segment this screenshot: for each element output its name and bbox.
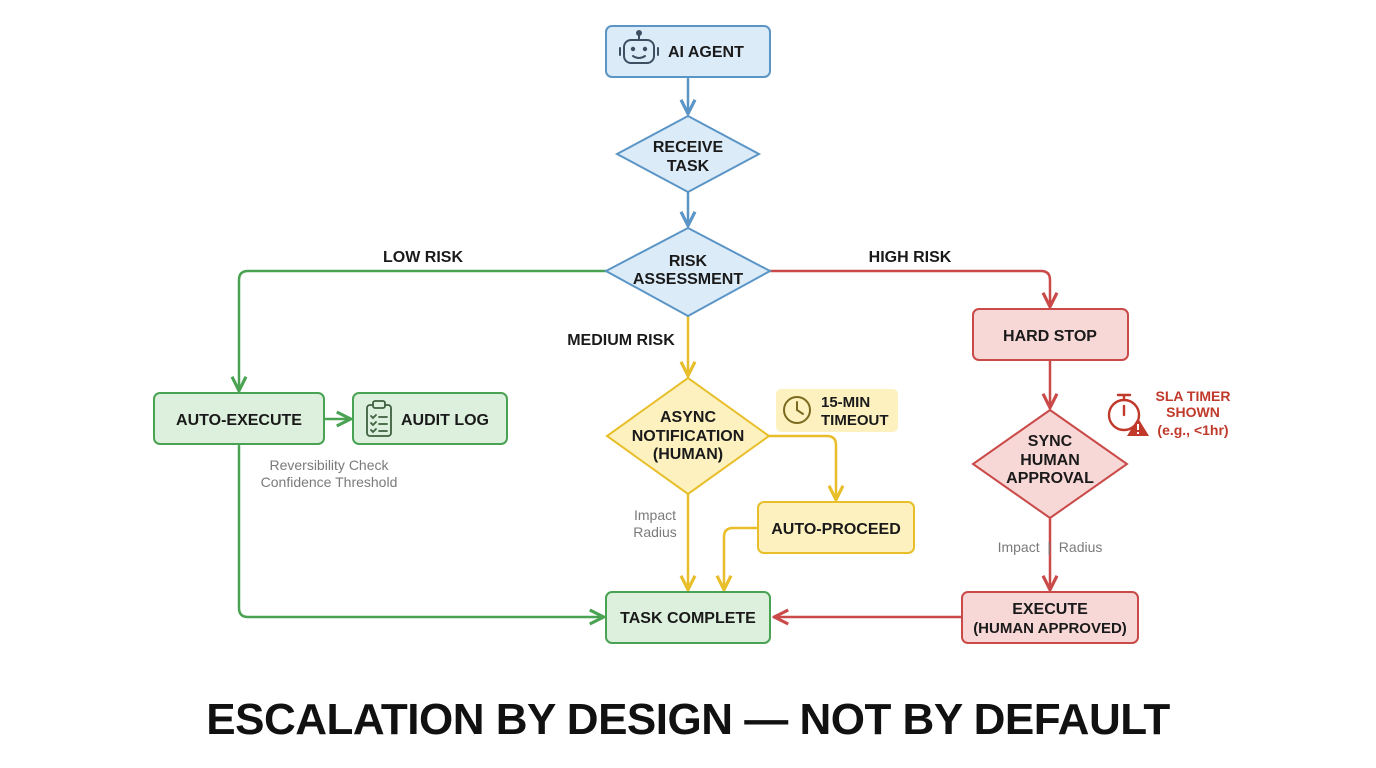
ai-agent-label: AI AGENT [668, 44, 744, 61]
edge-autoproceed-complete [724, 526, 760, 588]
edge-high-risk [768, 269, 1050, 305]
node-async-notification: ASYNC NOTIFICATION (HUMAN) [605, 376, 771, 496]
sync-label-3: APPROVAL [1006, 470, 1094, 487]
page-title: ESCALATION BY DESIGN — NOT BY DEFAULT [206, 695, 1170, 744]
medium-impact-note-1: Impact [634, 507, 676, 523]
async-label-3: (HUMAN) [653, 446, 723, 463]
high-impact-note: Impact | Radius [998, 539, 1103, 555]
hard-stop-label: HARD STOP [1003, 328, 1097, 345]
node-hard-stop: HARD STOP [972, 308, 1129, 361]
async-label-2: NOTIFICATION [632, 428, 745, 445]
edge-async-timeout [767, 434, 836, 498]
node-auto-execute: AUTO-EXECUTE [153, 392, 325, 445]
sync-label-1: SYNC [1028, 433, 1073, 450]
clock-icon [783, 396, 811, 424]
sync-label-2: HUMAN [1020, 452, 1080, 469]
node-auto-proceed: AUTO-PROCEED [757, 501, 915, 554]
risk-assessment-label-2: ASSESSMENT [633, 271, 743, 288]
timeout-badge: 15-MIN TIMEOUT [776, 389, 898, 432]
clipboard-icon [366, 400, 392, 437]
risk-assessment-label-1: RISK [669, 253, 708, 270]
medium-risk-label: MEDIUM RISK [567, 332, 675, 349]
node-task-complete: TASK COMPLETE [605, 591, 771, 644]
edge-low-risk [239, 269, 608, 389]
sla-timer-label-2: SHOWN [1166, 404, 1220, 420]
node-ai-agent: AI AGENT [605, 25, 771, 78]
high-risk-label: HIGH RISK [869, 249, 952, 266]
receive-task-label-2: TASK [667, 158, 710, 175]
sla-timer-label-3: (e.g., <1hr) [1157, 422, 1228, 438]
reversibility-check-note: Reversibility Check [269, 457, 389, 473]
stopwatch-warning-icon [1107, 393, 1149, 436]
receive-task-label-1: RECEIVE [653, 139, 724, 156]
node-sync-approval: SYNC HUMAN APPROVAL [971, 408, 1129, 520]
auto-proceed-label: AUTO-PROCEED [771, 521, 901, 538]
low-risk-label: LOW RISK [383, 249, 463, 266]
robot-icon [619, 30, 659, 64]
node-execute: EXECUTE (HUMAN APPROVED) [961, 591, 1139, 644]
audit-log-label: AUDIT LOG [401, 412, 489, 429]
confidence-threshold-note: Confidence Threshold [261, 474, 398, 490]
execute-label-1: EXECUTE [1012, 601, 1088, 618]
node-audit-log: AUDIT LOG [352, 392, 508, 445]
timeout-label-2: TIMEOUT [821, 412, 889, 429]
auto-execute-label: AUTO-EXECUTE [176, 412, 302, 429]
node-risk-assessment: RISK ASSESSMENT [603, 226, 773, 318]
timeout-label-1: 15-MIN [821, 394, 870, 411]
async-label-1: ASYNC [660, 409, 716, 426]
node-receive-task: RECEIVE TASK [614, 114, 762, 194]
medium-impact-note-2: Radius [633, 524, 677, 540]
task-complete-label: TASK COMPLETE [620, 610, 756, 627]
edge-autoexec-complete [237, 444, 602, 617]
sla-timer-label-1: SLA TIMER [1156, 388, 1231, 404]
execute-label-2: (HUMAN APPROVED) [973, 620, 1127, 637]
